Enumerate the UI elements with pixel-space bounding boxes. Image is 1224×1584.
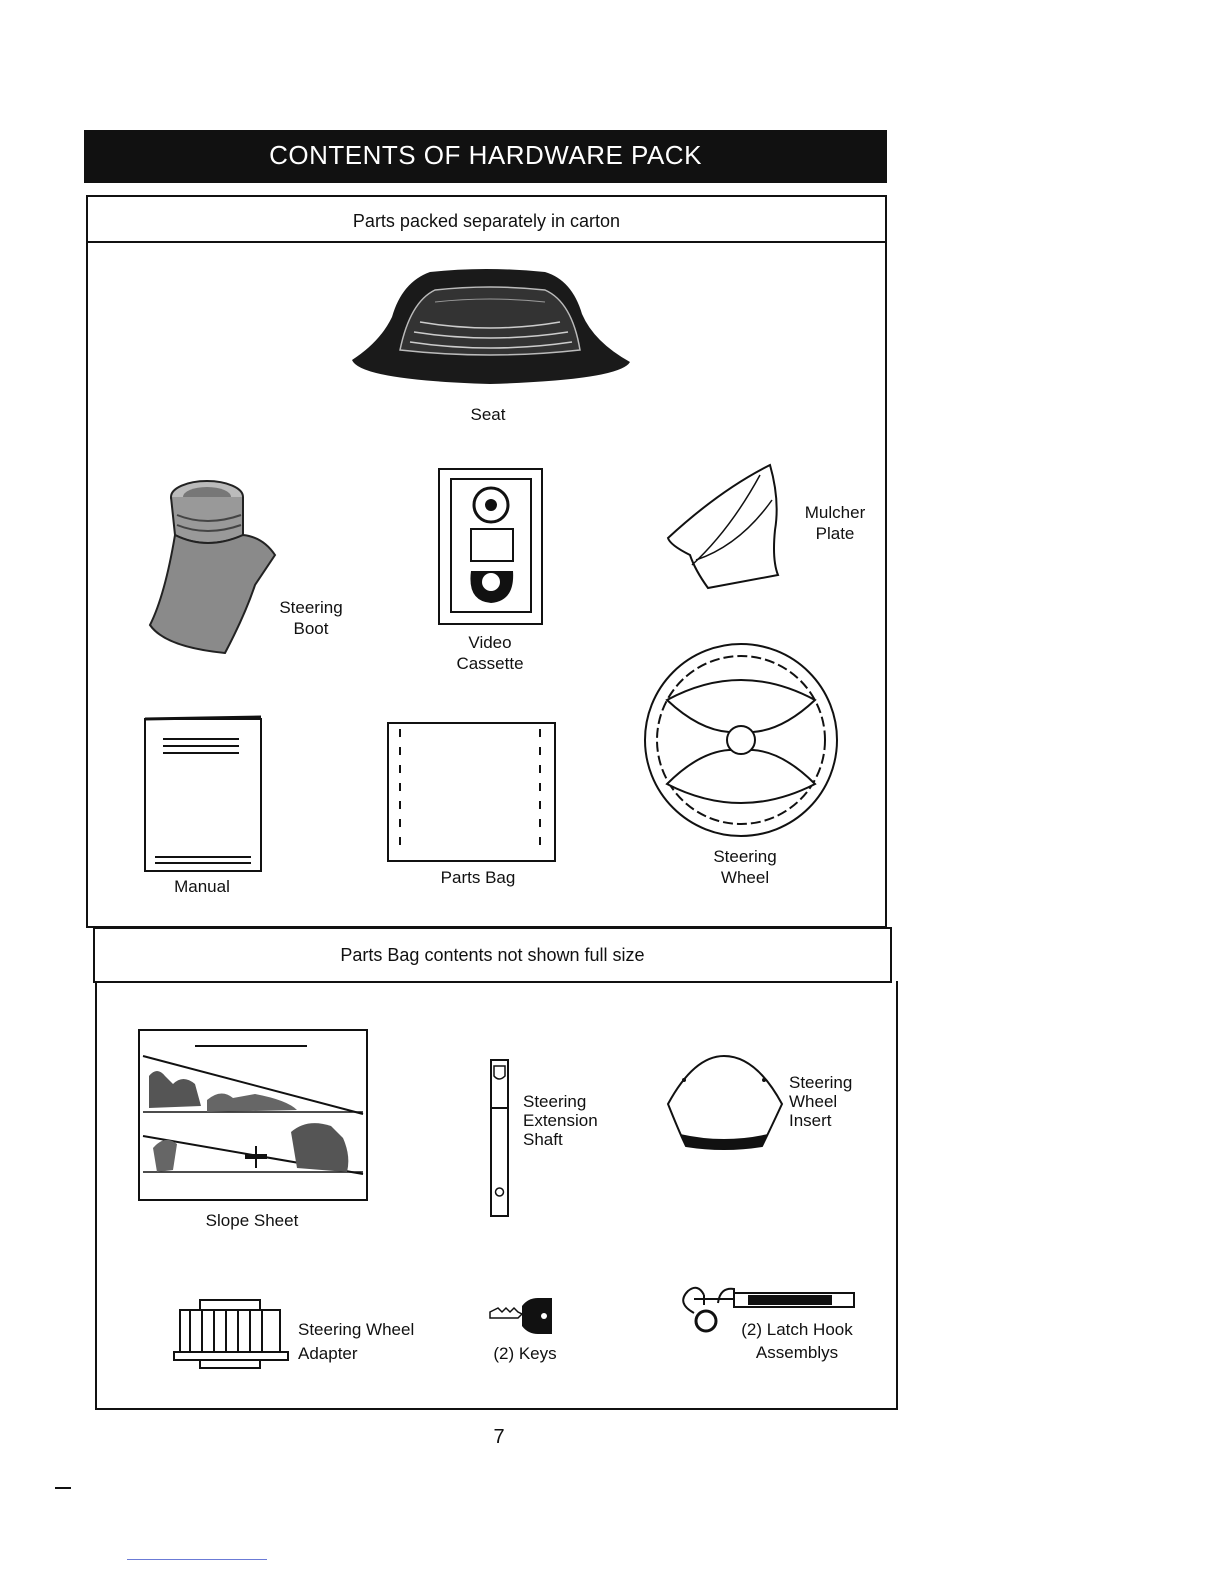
extension-shaft-label: Steering Extension Shaft — [523, 1092, 623, 1149]
seat-illustration — [340, 262, 640, 392]
steering-boot-label: Steering Boot — [266, 597, 356, 639]
parts-bag-illustration — [386, 721, 558, 863]
steering-wheel-label: Steering Wheel — [695, 846, 795, 888]
mulcher-plate-illustration — [660, 460, 790, 595]
video-cassette-label: Video Cassette — [440, 632, 540, 674]
keys-illustration — [488, 1296, 558, 1338]
slope-sheet-illustration — [137, 1028, 369, 1204]
slope-sheet-label: Slope Sheet — [180, 1210, 324, 1231]
wheel-adapter-illustration — [172, 1298, 290, 1370]
video-cassette-illustration — [437, 467, 545, 627]
keys-label: (2) Keys — [480, 1343, 570, 1364]
page-number: 7 — [484, 1426, 514, 1449]
wheel-insert-illustration — [664, 1054, 786, 1154]
carton-parts-header: Parts packed separately in carton — [86, 211, 887, 232]
stray-line — [127, 1559, 267, 1560]
wheel-adapter-label: Steering Wheel Adapter — [298, 1318, 438, 1366]
section-divider — [86, 241, 887, 243]
extension-shaft-illustration — [488, 1058, 512, 1220]
seat-label: Seat — [440, 404, 536, 425]
steering-wheel-illustration — [643, 640, 841, 840]
page-title: CONTENTS OF HARDWARE PACK — [84, 130, 887, 183]
latch-hook-label: (2) Latch Hook Assemblys — [722, 1318, 872, 1364]
mulcher-plate-label: Mulcher Plate — [795, 502, 875, 544]
parts-bag-section-header: Parts Bag contents not shown full size — [93, 945, 892, 966]
manual-illustration — [143, 713, 265, 875]
wheel-insert-label: Steering Wheel Insert — [789, 1073, 879, 1130]
stray-mark — [55, 1487, 71, 1489]
manual-label: Manual — [150, 876, 254, 897]
parts-bag-label: Parts Bag — [414, 867, 542, 888]
steering-boot-illustration — [145, 475, 285, 660]
